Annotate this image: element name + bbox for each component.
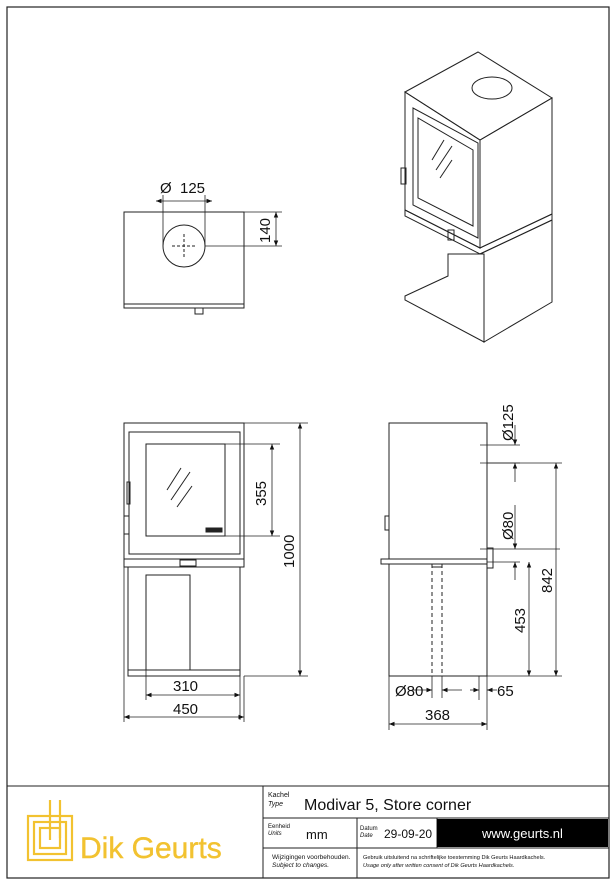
date-label-en: Date xyxy=(360,833,373,839)
date-value: 29-09-20 xyxy=(384,827,432,841)
bottom-air-diameter: Ø80 xyxy=(395,683,423,700)
side-flue-diameter: Ø125 xyxy=(500,404,517,441)
front-base xyxy=(127,566,241,671)
opening-width-label: 310 xyxy=(173,678,198,695)
units-label-en: Units xyxy=(268,831,282,837)
website-bar xyxy=(437,819,608,847)
changes-nl: Wijzigingen voorbehouden. xyxy=(272,854,351,861)
top-diameter-label: 125 xyxy=(180,180,205,197)
total-width-label: 450 xyxy=(173,701,198,718)
rear-offset-label: 65 xyxy=(497,683,514,700)
top-offset-label: 140 xyxy=(257,218,274,243)
top-view xyxy=(123,195,282,315)
depth-label: 368 xyxy=(425,707,450,724)
top-view-outline xyxy=(123,211,245,309)
units-label: Eenheid xyxy=(268,824,290,830)
sheet-border xyxy=(6,6,610,879)
side-air-diameter: Ø80 xyxy=(500,512,517,540)
usage-en: Usage only after written consent of Dik … xyxy=(363,863,514,869)
front-stove-body xyxy=(123,422,245,560)
door-height-label: 355 xyxy=(253,481,270,506)
front-glass xyxy=(145,443,226,537)
type-label-en: Type xyxy=(268,801,283,808)
type-value: Modivar 5, Store corner xyxy=(304,797,472,814)
type-label: Kachel xyxy=(268,792,290,799)
isometric-view xyxy=(400,51,553,343)
top-diameter-symbol: Ø xyxy=(160,180,172,197)
front-base-opening xyxy=(145,574,191,671)
air-height-label: 842 xyxy=(539,568,556,593)
total-height-label: 1000 xyxy=(281,535,298,568)
usage-nl: Gebruik uitsluitend na schriftelijke toe… xyxy=(363,855,546,861)
base-height-label: 453 xyxy=(512,608,529,633)
side-stove-body xyxy=(388,422,488,560)
brand-name: Dik Geurts xyxy=(80,832,222,865)
title-block xyxy=(7,785,609,878)
changes-en: Subject to changes. xyxy=(272,862,329,869)
iso-flue-opening xyxy=(471,76,513,100)
date-label: Datum xyxy=(360,826,378,832)
side-base xyxy=(388,563,488,677)
brand-logo-mark xyxy=(26,800,74,862)
units-value: mm xyxy=(306,827,328,842)
front-view xyxy=(123,422,308,722)
side-view xyxy=(380,422,562,730)
website-link[interactable]: www.geurts.nl xyxy=(481,826,563,841)
